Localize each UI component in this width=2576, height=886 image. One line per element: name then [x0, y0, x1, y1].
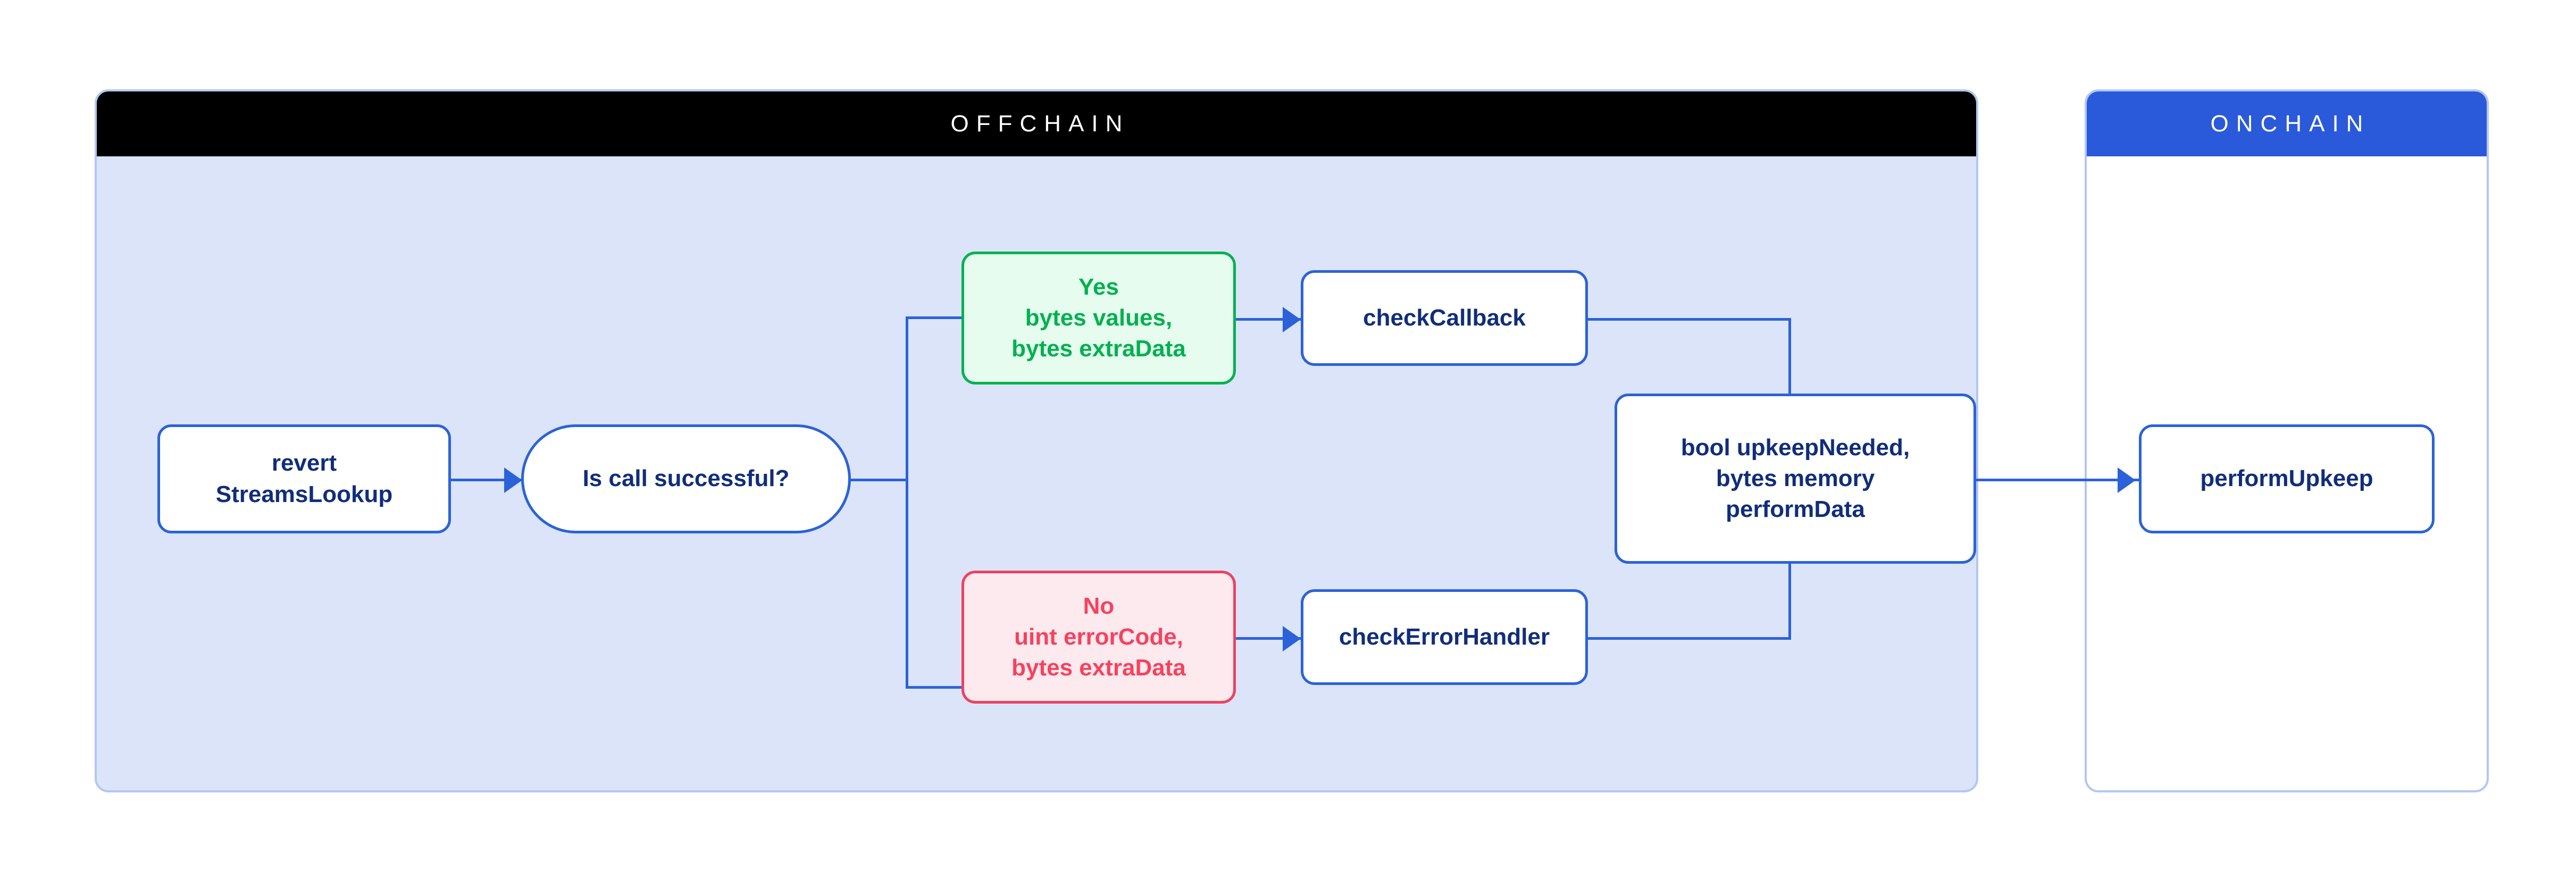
- node-upkeep-needed-line-2: bytes memory: [1716, 465, 1875, 491]
- edge-revert-to-decision: [450, 479, 521, 481]
- node-no-branch-line-1: No: [1083, 592, 1115, 619]
- edge-upkeep-to-performupkeep-arrowhead: [2118, 467, 2136, 493]
- edge-bus-to-yes: [906, 316, 964, 319]
- edge-upkeep-to-performupkeep: [1974, 479, 2139, 481]
- node-is-call-successful-line-1: Is call successful?: [582, 465, 790, 492]
- panel-offchain-title: OFFCHAIN: [97, 91, 1976, 156]
- node-yes-branch-line-3: bytes extraData: [1011, 336, 1186, 362]
- node-no-branch-line-2: uint errorCode,: [1014, 623, 1183, 650]
- node-no-branch-line-3: bytes extraData: [1011, 655, 1186, 681]
- edge-no-to-checkerrorhandler-arrowhead: [1283, 626, 1301, 651]
- node-yes-branch-line-2: bytes values,: [1025, 304, 1173, 331]
- node-perform-upkeep-line-1: performUpkeep: [2200, 465, 2373, 492]
- node-check-callback-line-1: checkCallback: [1363, 304, 1526, 331]
- panel-onchain-title: ONCHAIN: [2087, 91, 2487, 156]
- node-upkeep-needed[interactable]: bool upkeepNeeded, bytes memory performD…: [1615, 394, 1976, 564]
- node-revert-streamslookup-line-1: revert: [271, 450, 337, 477]
- node-upkeep-needed-line-3: performData: [1726, 496, 1865, 523]
- node-check-error-handler-line-1: checkErrorHandler: [1339, 623, 1550, 650]
- node-perform-upkeep[interactable]: performUpkeep: [2139, 424, 2435, 533]
- node-yes-branch[interactable]: Yes bytes values, bytes extraData: [961, 252, 1236, 385]
- edge-no-to-checkerrorhandler: [1233, 637, 1302, 640]
- node-no-branch[interactable]: No uint errorCode, bytes extraData: [961, 571, 1236, 704]
- edge-yes-to-checkcallback: [1233, 318, 1302, 321]
- edge-checkerrorhandler-merge-rise: [1788, 558, 1791, 638]
- edge-branch-bus: [906, 316, 908, 689]
- node-upkeep-needed-line-1: bool upkeepNeeded,: [1680, 434, 1910, 461]
- node-check-error-handler[interactable]: checkErrorHandler: [1301, 589, 1588, 685]
- edge-yes-to-checkcallback-arrowhead: [1283, 307, 1301, 332]
- edge-decision-stem: [849, 479, 908, 481]
- node-yes-branch-line-1: Yes: [1078, 273, 1119, 300]
- node-revert-streamslookup[interactable]: revert StreamsLookup: [157, 424, 451, 533]
- node-is-call-successful[interactable]: Is call successful?: [521, 424, 851, 533]
- edge-bus-to-no: [906, 686, 964, 689]
- node-check-callback[interactable]: checkCallback: [1301, 270, 1588, 366]
- edge-checkcallback-to-merge: [1587, 318, 1791, 321]
- edge-checkcallback-merge-drop: [1788, 318, 1791, 398]
- edge-revert-to-decision-arrowhead: [504, 467, 522, 493]
- edge-checkerrorhandler-to-merge: [1587, 637, 1791, 640]
- node-revert-streamslookup-line-2: StreamsLookup: [215, 481, 393, 507]
